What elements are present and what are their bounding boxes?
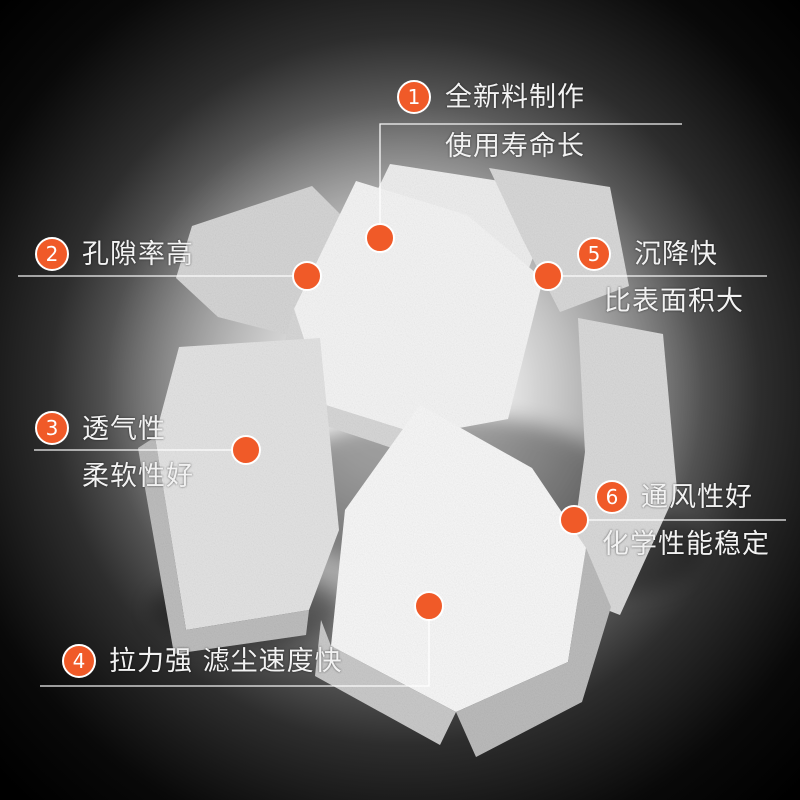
- foam-cube-left-middle: [155, 338, 339, 630]
- callout-markers: [231, 223, 589, 621]
- callout-dot-5: [533, 261, 563, 291]
- feature-5-number-badge: 5: [577, 237, 611, 271]
- foam-cube-center-top: [294, 181, 543, 435]
- feature-1-number-badge: 1: [397, 80, 431, 114]
- callout-dot-6: [559, 505, 589, 535]
- feature-6-title: 通风性好: [641, 482, 753, 513]
- feature-6-number-badge: 6: [595, 480, 629, 514]
- foam-cube-right-middle: [566, 318, 677, 615]
- feature-2-title: 孔隙率高: [82, 239, 194, 270]
- callout-dot-3: [231, 435, 261, 465]
- feature-2-number-badge: 2: [35, 237, 69, 271]
- foam-cube-front-left-face: [315, 620, 456, 745]
- callout-lines: [18, 123, 786, 687]
- feature-6-subtitle: 化学性能稳定: [602, 529, 770, 560]
- foam-cube-left-front-face: [138, 437, 309, 654]
- feature-1-title: 全新料制作: [445, 82, 585, 113]
- callout-dot-4: [414, 591, 444, 621]
- feature-5-subtitle: 比表面积大: [604, 286, 744, 317]
- foam-cube-front-center: [331, 405, 586, 712]
- callout-line-4: [40, 606, 430, 687]
- feature-5-title: 沉降快: [634, 239, 718, 270]
- feature-1-subtitle: 使用寿命长: [445, 131, 585, 162]
- feature-3-title: 透气性: [82, 414, 166, 445]
- callout-dot-2: [292, 261, 322, 291]
- feature-4-title: 拉力强 滤尘速度快: [109, 646, 343, 677]
- feature-3-subtitle: 柔软性好: [82, 461, 194, 492]
- foam-cube-front-right-face: [456, 548, 611, 757]
- callout-dot-1: [365, 223, 395, 253]
- feature-4-number-badge: 4: [62, 644, 96, 678]
- feature-3-number-badge: 3: [35, 411, 69, 445]
- callout-line-1: [379, 123, 682, 238]
